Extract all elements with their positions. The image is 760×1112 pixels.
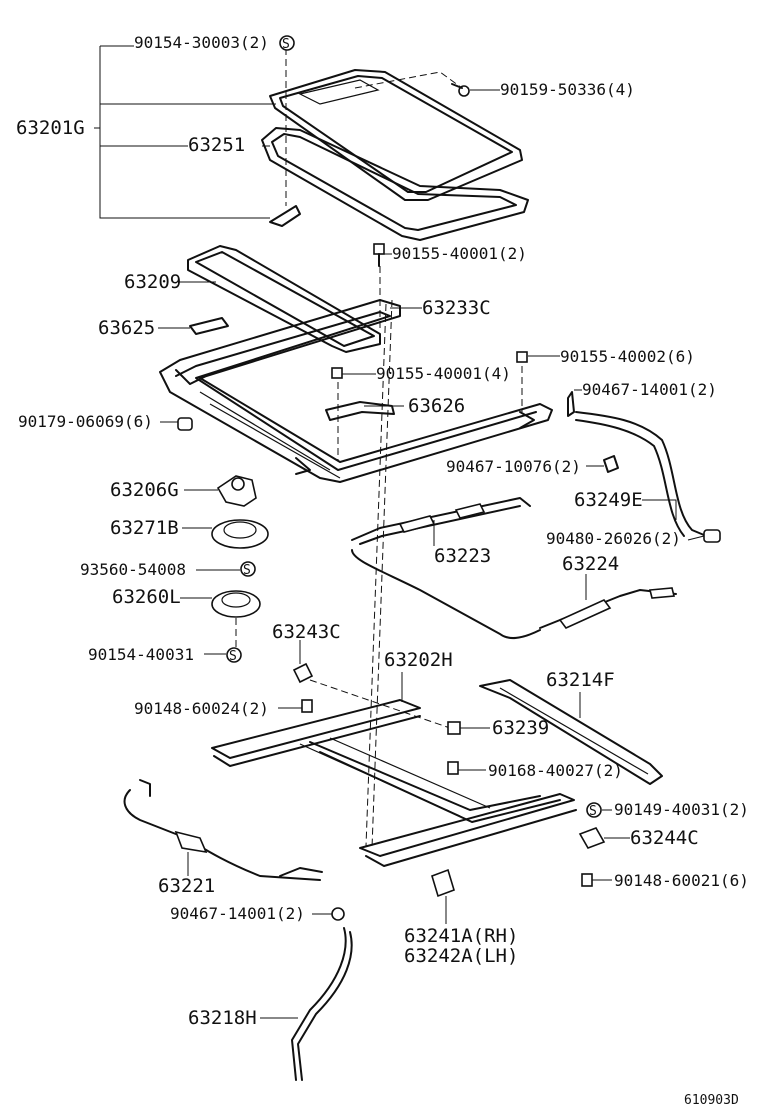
bolt-90148-60024-icon: [301, 699, 313, 713]
label-90480-26026: 90480-26026(2): [546, 529, 681, 548]
label-63626: 63626: [408, 395, 465, 417]
label-90154-30003: 90154-30003(2): [134, 33, 269, 52]
cable-63221: [123, 779, 323, 881]
clip-90467-14001-b-icon: [331, 907, 345, 921]
bolt-90148-60021-icon: [581, 873, 593, 887]
label-63223: 63223: [434, 545, 491, 567]
label-90155-40001-4: 90155-40001(4): [376, 364, 511, 383]
label-93560-54008: 93560-54008: [80, 560, 186, 579]
drain-hose-63249E: [575, 411, 721, 543]
label-63251: 63251: [188, 134, 245, 156]
label-63244C: 63244C: [630, 827, 699, 849]
frame-63209: [187, 245, 381, 353]
label-63218H: 63218H: [188, 1007, 257, 1029]
label-90148-60021: 90148-60021(6): [614, 871, 749, 890]
housing-frame: [159, 299, 553, 483]
s-mark-93560: S: [240, 561, 256, 578]
label-90467-14001-a: 90467-14001(2): [582, 380, 717, 399]
screw-90168-icon: [447, 761, 459, 775]
weatherstrip-63251: [261, 127, 529, 241]
glass-bracket: [269, 205, 301, 227]
label-90159-50336: 90159-50336(4): [500, 80, 635, 99]
label-63206G: 63206G: [110, 479, 179, 501]
bracket-63243C: [292, 662, 314, 684]
label-63242A: 63242A(LH): [404, 945, 518, 967]
cover-63260L: [211, 590, 261, 618]
drawing-code: 610903D: [684, 1093, 739, 1108]
block-63239: [447, 721, 461, 735]
label-63201G: 63201G: [16, 117, 85, 139]
label-63241A: 63241A(RH): [404, 925, 518, 947]
clip-90467-10076-icon: [603, 455, 619, 473]
label-63209: 63209: [124, 271, 181, 293]
cable-63223: [351, 497, 541, 640]
s-mark-90154-30003: S: [279, 35, 295, 52]
bolt-90155-4-icon: [331, 367, 343, 379]
label-90155-40001-2: 90155-40001(2): [392, 244, 527, 263]
bolt-90159-icon: [451, 83, 470, 97]
label-90154-40031: 90154-40031: [88, 645, 194, 664]
label-63625: 63625: [98, 317, 155, 339]
label-90168-40027: 90168-40027(2): [488, 761, 623, 780]
label-90467-14001-b: 90467-14001(2): [170, 904, 305, 923]
clip-90467-14001-icon: [567, 391, 575, 417]
label-90149-40031: 90149-40031(2): [614, 800, 749, 819]
label-63260L: 63260L: [112, 586, 181, 608]
label-63249E: 63249E: [574, 489, 643, 511]
bracket-63244C: [578, 827, 606, 849]
label-63224: 63224: [562, 553, 619, 575]
label-90155-40002: 90155-40002(6): [560, 347, 695, 366]
s-mark-90149: S: [586, 802, 602, 819]
nut-90179-icon: [177, 417, 193, 431]
label-63271B: 63271B: [110, 517, 179, 539]
label-63243C: 63243C: [272, 621, 341, 643]
bracket-63626: [325, 401, 395, 421]
s-mark-90154-40031: S: [226, 647, 242, 664]
svg-text:S: S: [229, 649, 237, 664]
base-frame-63202H: [211, 699, 577, 867]
svg-text:S: S: [282, 37, 290, 52]
motor-63206G: [216, 475, 257, 507]
svg-text:S: S: [589, 804, 597, 819]
drain-hose-63218H: [291, 927, 353, 1081]
label-63221: 63221: [158, 875, 215, 897]
cable-63224: [539, 587, 677, 629]
label-90467-10076: 90467-10076(2): [446, 457, 581, 476]
rail-63214F: [479, 679, 663, 785]
leader-lines: [94, 45, 705, 1019]
gear-63271B: [211, 519, 269, 549]
svg-text:S: S: [243, 563, 251, 578]
label-90179-06069: 90179-06069(6): [18, 412, 153, 431]
label-63233C: 63233C: [422, 297, 491, 319]
label-63202H: 63202H: [384, 649, 453, 671]
bolt-90155-6-icon: [516, 351, 528, 363]
label-63214F: 63214F: [546, 669, 615, 691]
bolt-90155-icon: [373, 243, 385, 267]
bracket-63625: [189, 317, 229, 335]
bracket-63241A: [431, 868, 455, 898]
label-63239: 63239: [492, 717, 549, 739]
label-90148-60024: 90148-60024(2): [134, 699, 269, 718]
